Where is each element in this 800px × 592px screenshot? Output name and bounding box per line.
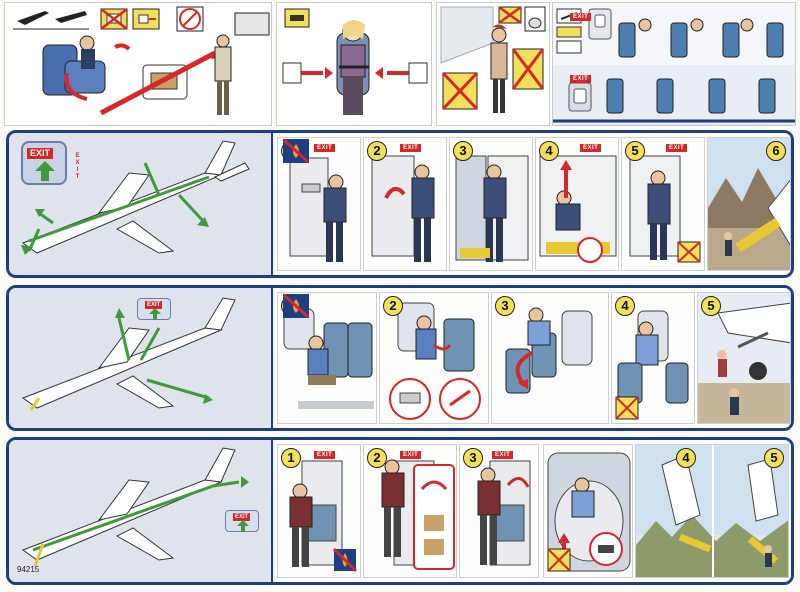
overwing-exit-diagram: EXIT xyxy=(9,288,273,428)
no-fire-icon xyxy=(282,293,310,319)
brace-forward-icon xyxy=(556,8,582,54)
door-step-2: 2 EXIT xyxy=(363,137,447,271)
brace-window-icon xyxy=(568,82,592,112)
aircraft-overwing-routes xyxy=(21,297,236,411)
tailcone-step-2: 2 EXIT xyxy=(363,444,457,578)
door-step-6: 6 xyxy=(707,137,791,271)
door-step-4: 4 EXIT xyxy=(535,137,619,271)
tailcone-step-1: 1 EXIT xyxy=(277,444,361,578)
tailcone-step-4-cabin-illustration xyxy=(547,452,631,572)
step-number-badge: 5 xyxy=(625,141,645,161)
exit-sign-lower: EXIT xyxy=(570,75,592,83)
tailcone-outside-illustration xyxy=(636,445,788,577)
tailcone-exit-band: EXIT 94215 1 xyxy=(6,437,794,585)
no-fire-icon xyxy=(282,138,310,164)
seatbelt-panel xyxy=(276,2,432,126)
overwing-step-4-illustration xyxy=(615,310,689,420)
door-step-2-illustration xyxy=(371,155,435,262)
exit-sign: EXIT xyxy=(314,144,336,152)
exit-sign-panel: EXIT E X I T xyxy=(21,141,80,185)
step-number-badge: 4 xyxy=(539,141,559,161)
step-number-badge: 5 xyxy=(701,296,721,316)
overwing-step-3: 3 xyxy=(491,292,609,424)
tailcone-exit-steps: 1 EXIT 2 EXIT xyxy=(275,440,791,582)
step-number-badge: 4 xyxy=(615,296,635,316)
overwing-step-5-illustration xyxy=(698,302,790,423)
exit-sign: EXIT xyxy=(314,451,336,459)
brace-position-illustration xyxy=(553,8,795,125)
step-number-badge: 3 xyxy=(453,141,473,161)
step-number-badge: 2 xyxy=(367,448,387,468)
exit-tag: EXIT xyxy=(137,298,171,320)
aircraft-door-routes xyxy=(21,140,250,255)
exit-arrow-up-icon xyxy=(237,520,249,532)
exit-arrow-up-icon xyxy=(149,308,161,320)
tailcone-step-4-5-outside: 4 5 xyxy=(635,444,789,578)
exit-tag: EXIT xyxy=(225,510,259,532)
stow-baggage-illustration xyxy=(13,6,270,116)
step-number-badge: 3 xyxy=(495,296,515,316)
step-number-badge: 2 xyxy=(383,296,403,316)
overwing-step-4: 4 xyxy=(611,292,695,424)
no-laptop-icon xyxy=(176,6,204,32)
exit-sign: EXIT xyxy=(400,451,422,459)
exit-sign: EXIT xyxy=(666,144,688,152)
exit-sign: EXIT xyxy=(400,144,422,152)
overwing-step-3-illustration xyxy=(505,307,593,394)
door-step-3-illustration xyxy=(455,155,529,262)
carry-on-icon xyxy=(132,8,160,30)
step-number-badge: 4 xyxy=(676,448,696,468)
exit-sign: EXIT xyxy=(492,451,514,459)
overwing-exit-band: EXIT xyxy=(6,285,794,431)
tailcone-step-4-cabin xyxy=(543,444,633,578)
card-code: 94215 xyxy=(17,565,40,574)
door-exit-diagram: EXIT E X I T xyxy=(9,133,273,275)
exit-sign: EXIT xyxy=(580,144,602,152)
door-step-5: 5 EXIT xyxy=(621,137,705,271)
tailcone-step-2-illustration xyxy=(381,459,455,570)
tailcone-step-3-illustration xyxy=(477,460,531,566)
tailcone-exit-diagram: EXIT 94215 xyxy=(9,440,273,582)
overwing-step-2-illustration xyxy=(389,302,481,420)
no-smoking-illustration xyxy=(440,5,546,113)
step-number-badge: 5 xyxy=(764,448,784,468)
step-number-badge: 1 xyxy=(281,448,301,468)
exit-tag-label: EXIT xyxy=(145,301,163,309)
tailcone-step-3: 3 EXIT xyxy=(459,444,539,578)
door-step-3: 3 xyxy=(449,137,533,271)
seatbelt-fasten-icon xyxy=(284,8,310,28)
exit-tag-label: EXIT xyxy=(233,513,251,521)
exit-sign-label: EXIT xyxy=(27,148,54,159)
brace-position-panel: EXIT EXIT xyxy=(552,2,796,126)
seatbelt-illustration xyxy=(282,8,428,115)
step-number-badge: 6 xyxy=(766,141,786,161)
stow-baggage-panel xyxy=(4,2,272,126)
door-step-4-illustration xyxy=(539,155,617,263)
no-smoking-icon xyxy=(498,5,522,25)
aircraft-tailcone-routes xyxy=(21,447,249,567)
overwing-step-1: 1 xyxy=(277,292,377,424)
lavatory-icon xyxy=(524,6,546,32)
door-exit-band: EXIT E X I T xyxy=(6,130,794,278)
exit-arrow-up-icon xyxy=(35,161,55,181)
overwing-step-1-illustration xyxy=(283,308,374,409)
tailcone-step-1-illustration xyxy=(289,460,358,573)
exit-vertical-label: E X I T xyxy=(75,153,80,180)
door-exit-steps: 1 EXIT 2 EXIT xyxy=(275,133,791,275)
no-smoking-lavatory-panel xyxy=(436,2,550,126)
step-number-badge: 3 xyxy=(463,448,483,468)
door-step-1-illustration xyxy=(289,157,347,262)
exit-sign-top: EXIT xyxy=(570,13,592,21)
step-number-badge: 2 xyxy=(367,141,387,161)
takeoff-icon xyxy=(13,11,89,30)
no-smoking-sign-icon xyxy=(441,48,545,111)
door-step-5-illustration xyxy=(629,155,701,263)
overwing-exit-steps: 1 2 xyxy=(275,288,791,428)
overwing-step-2: 2 xyxy=(379,292,489,424)
door-step-1: 1 EXIT xyxy=(277,137,361,271)
overwing-step-5: 5 xyxy=(697,292,791,424)
no-electronics-icon xyxy=(100,8,128,30)
